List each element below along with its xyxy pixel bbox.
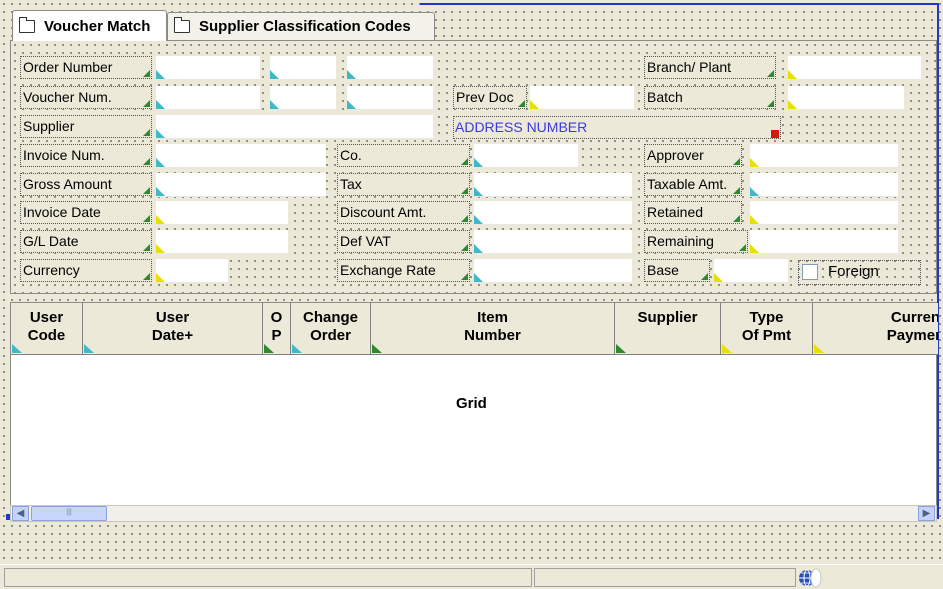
status-bar (0, 564, 943, 589)
invoice-date-field[interactable] (156, 201, 288, 225)
currency-field[interactable] (156, 259, 228, 283)
grid-header-op[interactable]: O P (263, 303, 291, 355)
scroll-thumb[interactable]: ||| (31, 506, 107, 521)
supplier-label: Supplier (20, 115, 152, 138)
folder-icon (19, 16, 35, 33)
gl-date-field[interactable] (156, 230, 288, 254)
horizontal-scrollbar[interactable]: ◀ ||| ▶ (10, 505, 937, 522)
status-pane-main (4, 568, 532, 587)
window-border-right (937, 3, 939, 519)
discount-amt-field[interactable] (474, 201, 632, 225)
tab-label: Supplier Classification Codes (199, 18, 411, 35)
voucher-num-field[interactable] (156, 86, 260, 110)
tab-label: Voucher Match (44, 17, 151, 35)
scroll-left-button[interactable]: ◀ (12, 506, 29, 521)
retained-label: Retained (644, 201, 742, 224)
required-indicator (771, 130, 779, 138)
form-footer-area (0, 522, 943, 564)
exchange-rate-label: Exchange Rate (337, 259, 470, 282)
grid-header-user-date[interactable]: User Date+ (83, 303, 263, 355)
voucher-num-label: Voucher Num. (20, 86, 152, 109)
gross-amount-label: Gross Amount (20, 173, 152, 196)
exchange-rate-field[interactable] (474, 259, 632, 283)
co-label: Co. (337, 144, 470, 167)
detail-grid[interactable]: User Code User Date+ O P Change Order It… (10, 302, 938, 521)
grid-header-item-number[interactable]: Item Number (371, 303, 615, 355)
currency-label: Currency (20, 259, 152, 282)
globe-icon (799, 568, 822, 588)
retained-field[interactable] (750, 201, 898, 225)
gl-date-label: G/L Date (20, 230, 152, 253)
discount-amt-label: Discount Amt. (337, 201, 470, 224)
tax-label: Tax (337, 173, 470, 196)
order-company-field[interactable] (347, 56, 433, 80)
order-number-label: Order Number (20, 56, 152, 79)
invoice-num-field[interactable] (156, 144, 326, 168)
taxable-amt-label: Taxable Amt. (644, 173, 742, 196)
order-number-field[interactable] (156, 56, 260, 80)
invoice-date-label: Invoice Date (20, 201, 152, 224)
grid-placeholder: Grid (456, 395, 487, 412)
voucher-company-field[interactable] (347, 86, 433, 110)
window-border-corner (6, 514, 10, 520)
grid-header-change-order[interactable]: Change Order (291, 303, 371, 355)
base-field[interactable] (714, 259, 788, 283)
tab-supplier-classification-codes[interactable]: Supplier Classification Codes (167, 12, 435, 40)
scroll-right-button[interactable]: ▶ (918, 506, 935, 521)
prev-doc-label: Prev Doc (453, 86, 527, 109)
base-label: Base (644, 259, 710, 282)
gross-amount-field[interactable] (156, 173, 326, 197)
tax-field[interactable] (474, 173, 632, 197)
def-vat-field[interactable] (474, 230, 632, 254)
window-border-top (420, 3, 939, 5)
tab-voucher-match[interactable]: Voucher Match (12, 10, 167, 41)
folder-icon (174, 17, 190, 33)
grid-header-supplier[interactable]: Supplier (615, 303, 721, 355)
grid-header-type-of-pmt[interactable]: Type Of Pmt (721, 303, 813, 355)
supplier-field[interactable] (156, 115, 433, 139)
taxable-amt-field[interactable] (750, 173, 898, 197)
branch-plant-label: Branch/ Plant (644, 56, 776, 79)
def-vat-label: Def VAT (337, 230, 470, 253)
voucher-type-field[interactable] (270, 86, 336, 110)
branch-plant-field[interactable] (788, 56, 921, 80)
batch-field[interactable] (788, 86, 904, 110)
prev-doc-field[interactable] (530, 86, 634, 110)
remaining-label: Remaining (644, 230, 748, 253)
invoice-num-label: Invoice Num. (20, 144, 152, 167)
co-field[interactable] (474, 144, 578, 168)
grid-header-current-payment[interactable]: Curren Paymen (813, 303, 938, 355)
remaining-field[interactable] (750, 230, 898, 254)
foreign-checkbox[interactable] (802, 264, 818, 280)
approver-field[interactable] (750, 144, 898, 168)
foreign-label: Foreign (828, 263, 879, 280)
address-number-display: ADDRESS NUMBER (453, 116, 781, 139)
grid-header-user-code[interactable]: User Code (11, 303, 83, 355)
status-pane-secondary (534, 568, 796, 587)
approver-label: Approver (644, 144, 742, 167)
order-type-field[interactable] (270, 56, 336, 80)
foreign-checkbox-group[interactable]: Foreign (798, 260, 921, 285)
batch-label: Batch (644, 86, 776, 109)
